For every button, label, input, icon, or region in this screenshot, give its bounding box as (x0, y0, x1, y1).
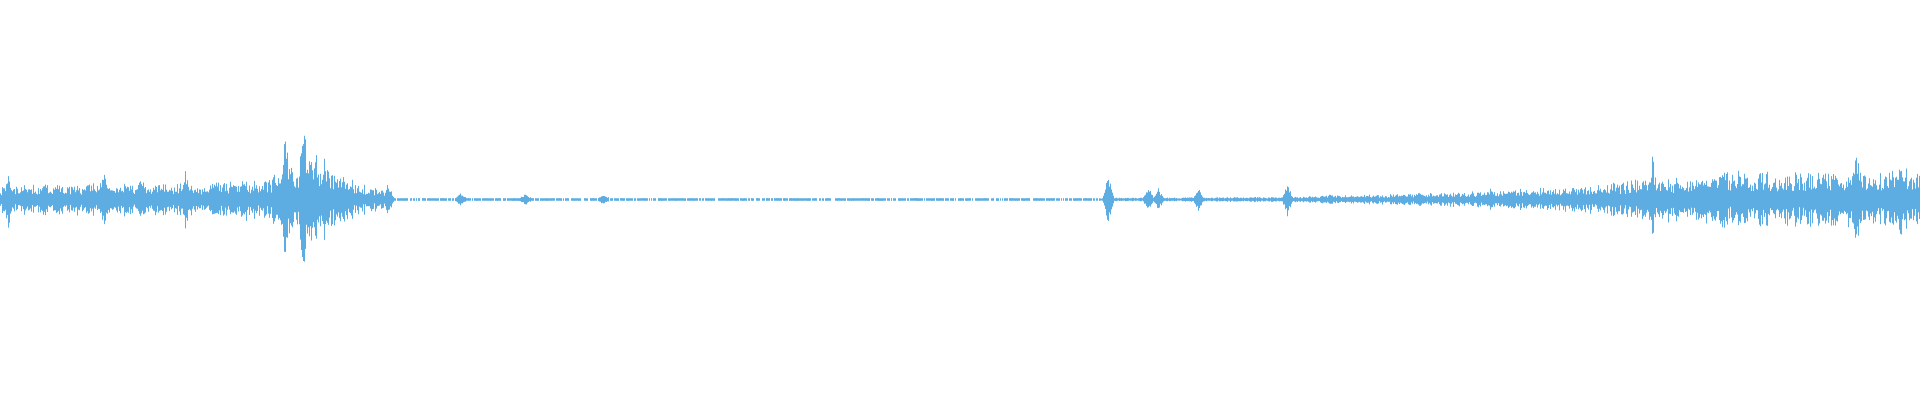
waveform-path (0, 135, 1920, 262)
